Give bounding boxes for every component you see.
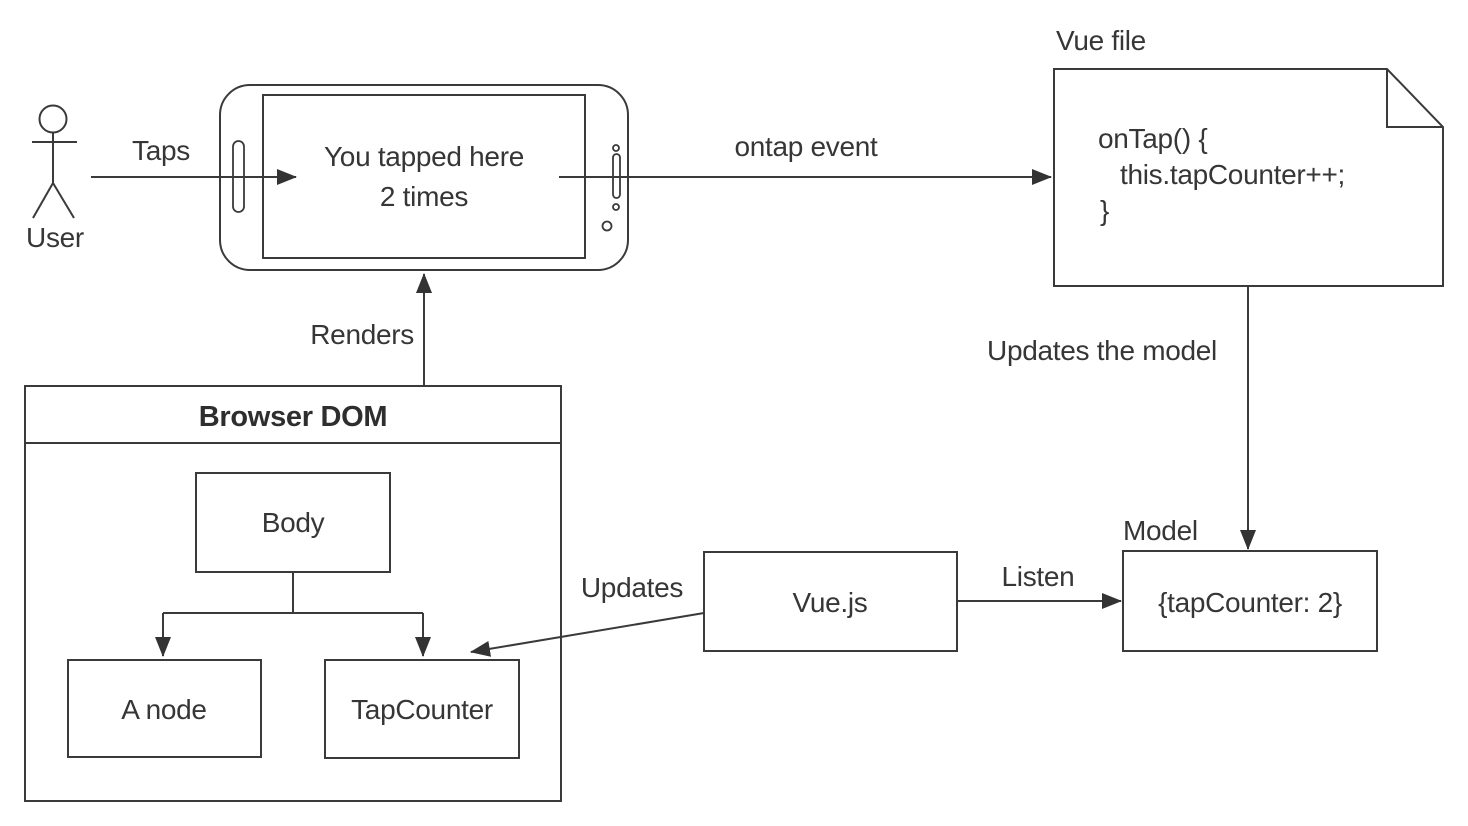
updates-model-arrow: Updates the model bbox=[987, 287, 1256, 550]
updates-dom-arrow: Updates bbox=[470, 572, 705, 657]
model-value: {tapCounter: 2} bbox=[1158, 587, 1342, 618]
renders-arrow: Renders bbox=[310, 273, 432, 386]
actor-label: User bbox=[26, 222, 84, 253]
vuejs-label: Vue.js bbox=[793, 587, 868, 618]
taps-arrow: Taps bbox=[91, 135, 297, 185]
browser-dom-box bbox=[24, 385, 562, 802]
listen-arrow: Listen bbox=[957, 561, 1122, 609]
actor-left-leg bbox=[32, 182, 54, 219]
browser-dom-node: Browser DOM Body A node TapCounter bbox=[24, 385, 562, 802]
phone-camera-dot bbox=[601, 220, 613, 232]
phone-screen-text-line1: You tapped here bbox=[324, 141, 524, 172]
a-node-label: A node bbox=[121, 694, 206, 725]
browser-dom-title: Browser DOM bbox=[199, 401, 387, 433]
ontap-event-label: ontap event bbox=[734, 131, 878, 162]
listen-label: Listen bbox=[1002, 561, 1075, 592]
model-title: Model bbox=[1123, 515, 1198, 546]
body-label: Body bbox=[262, 507, 325, 538]
actor-right-leg bbox=[52, 182, 75, 219]
a-node-box bbox=[67, 659, 262, 758]
phone-screen bbox=[262, 94, 586, 259]
vue-file-node: Vue file onTap() { this.tapCounter++; } bbox=[1053, 25, 1444, 287]
taps-label: Taps bbox=[132, 135, 190, 166]
vue-file-code-line3: } bbox=[1100, 195, 1109, 226]
vue-file-folded-corner bbox=[1386, 69, 1443, 128]
vue-file-paper bbox=[1053, 68, 1444, 287]
tapcounter-box bbox=[324, 659, 520, 759]
vue-file-title: Vue file bbox=[1056, 25, 1146, 56]
phone-sensor-dot-top bbox=[612, 144, 620, 152]
vue-file-code-line1: onTap() { bbox=[1098, 123, 1207, 154]
phone-screen-text-line2: 2 times bbox=[380, 181, 468, 212]
model-box bbox=[1122, 550, 1378, 652]
updates-the-model-label: Updates the model bbox=[987, 335, 1217, 366]
updates-label: Updates bbox=[581, 572, 683, 603]
renders-label: Renders bbox=[310, 319, 414, 350]
updates-dom-arrow-line bbox=[470, 612, 705, 657]
actor-head bbox=[38, 104, 68, 134]
vuejs-node: Vue.js bbox=[703, 551, 958, 652]
phone-sensor-dot-bottom bbox=[612, 203, 620, 211]
model-node: Model {tapCounter: 2} bbox=[1122, 515, 1378, 652]
ontap-event-arrow: ontap event bbox=[559, 131, 1052, 185]
tapcounter-label: TapCounter bbox=[351, 694, 493, 725]
user-actor: User bbox=[26, 104, 84, 253]
vue-file-code-line2: this.tapCounter++; bbox=[1120, 159, 1345, 190]
